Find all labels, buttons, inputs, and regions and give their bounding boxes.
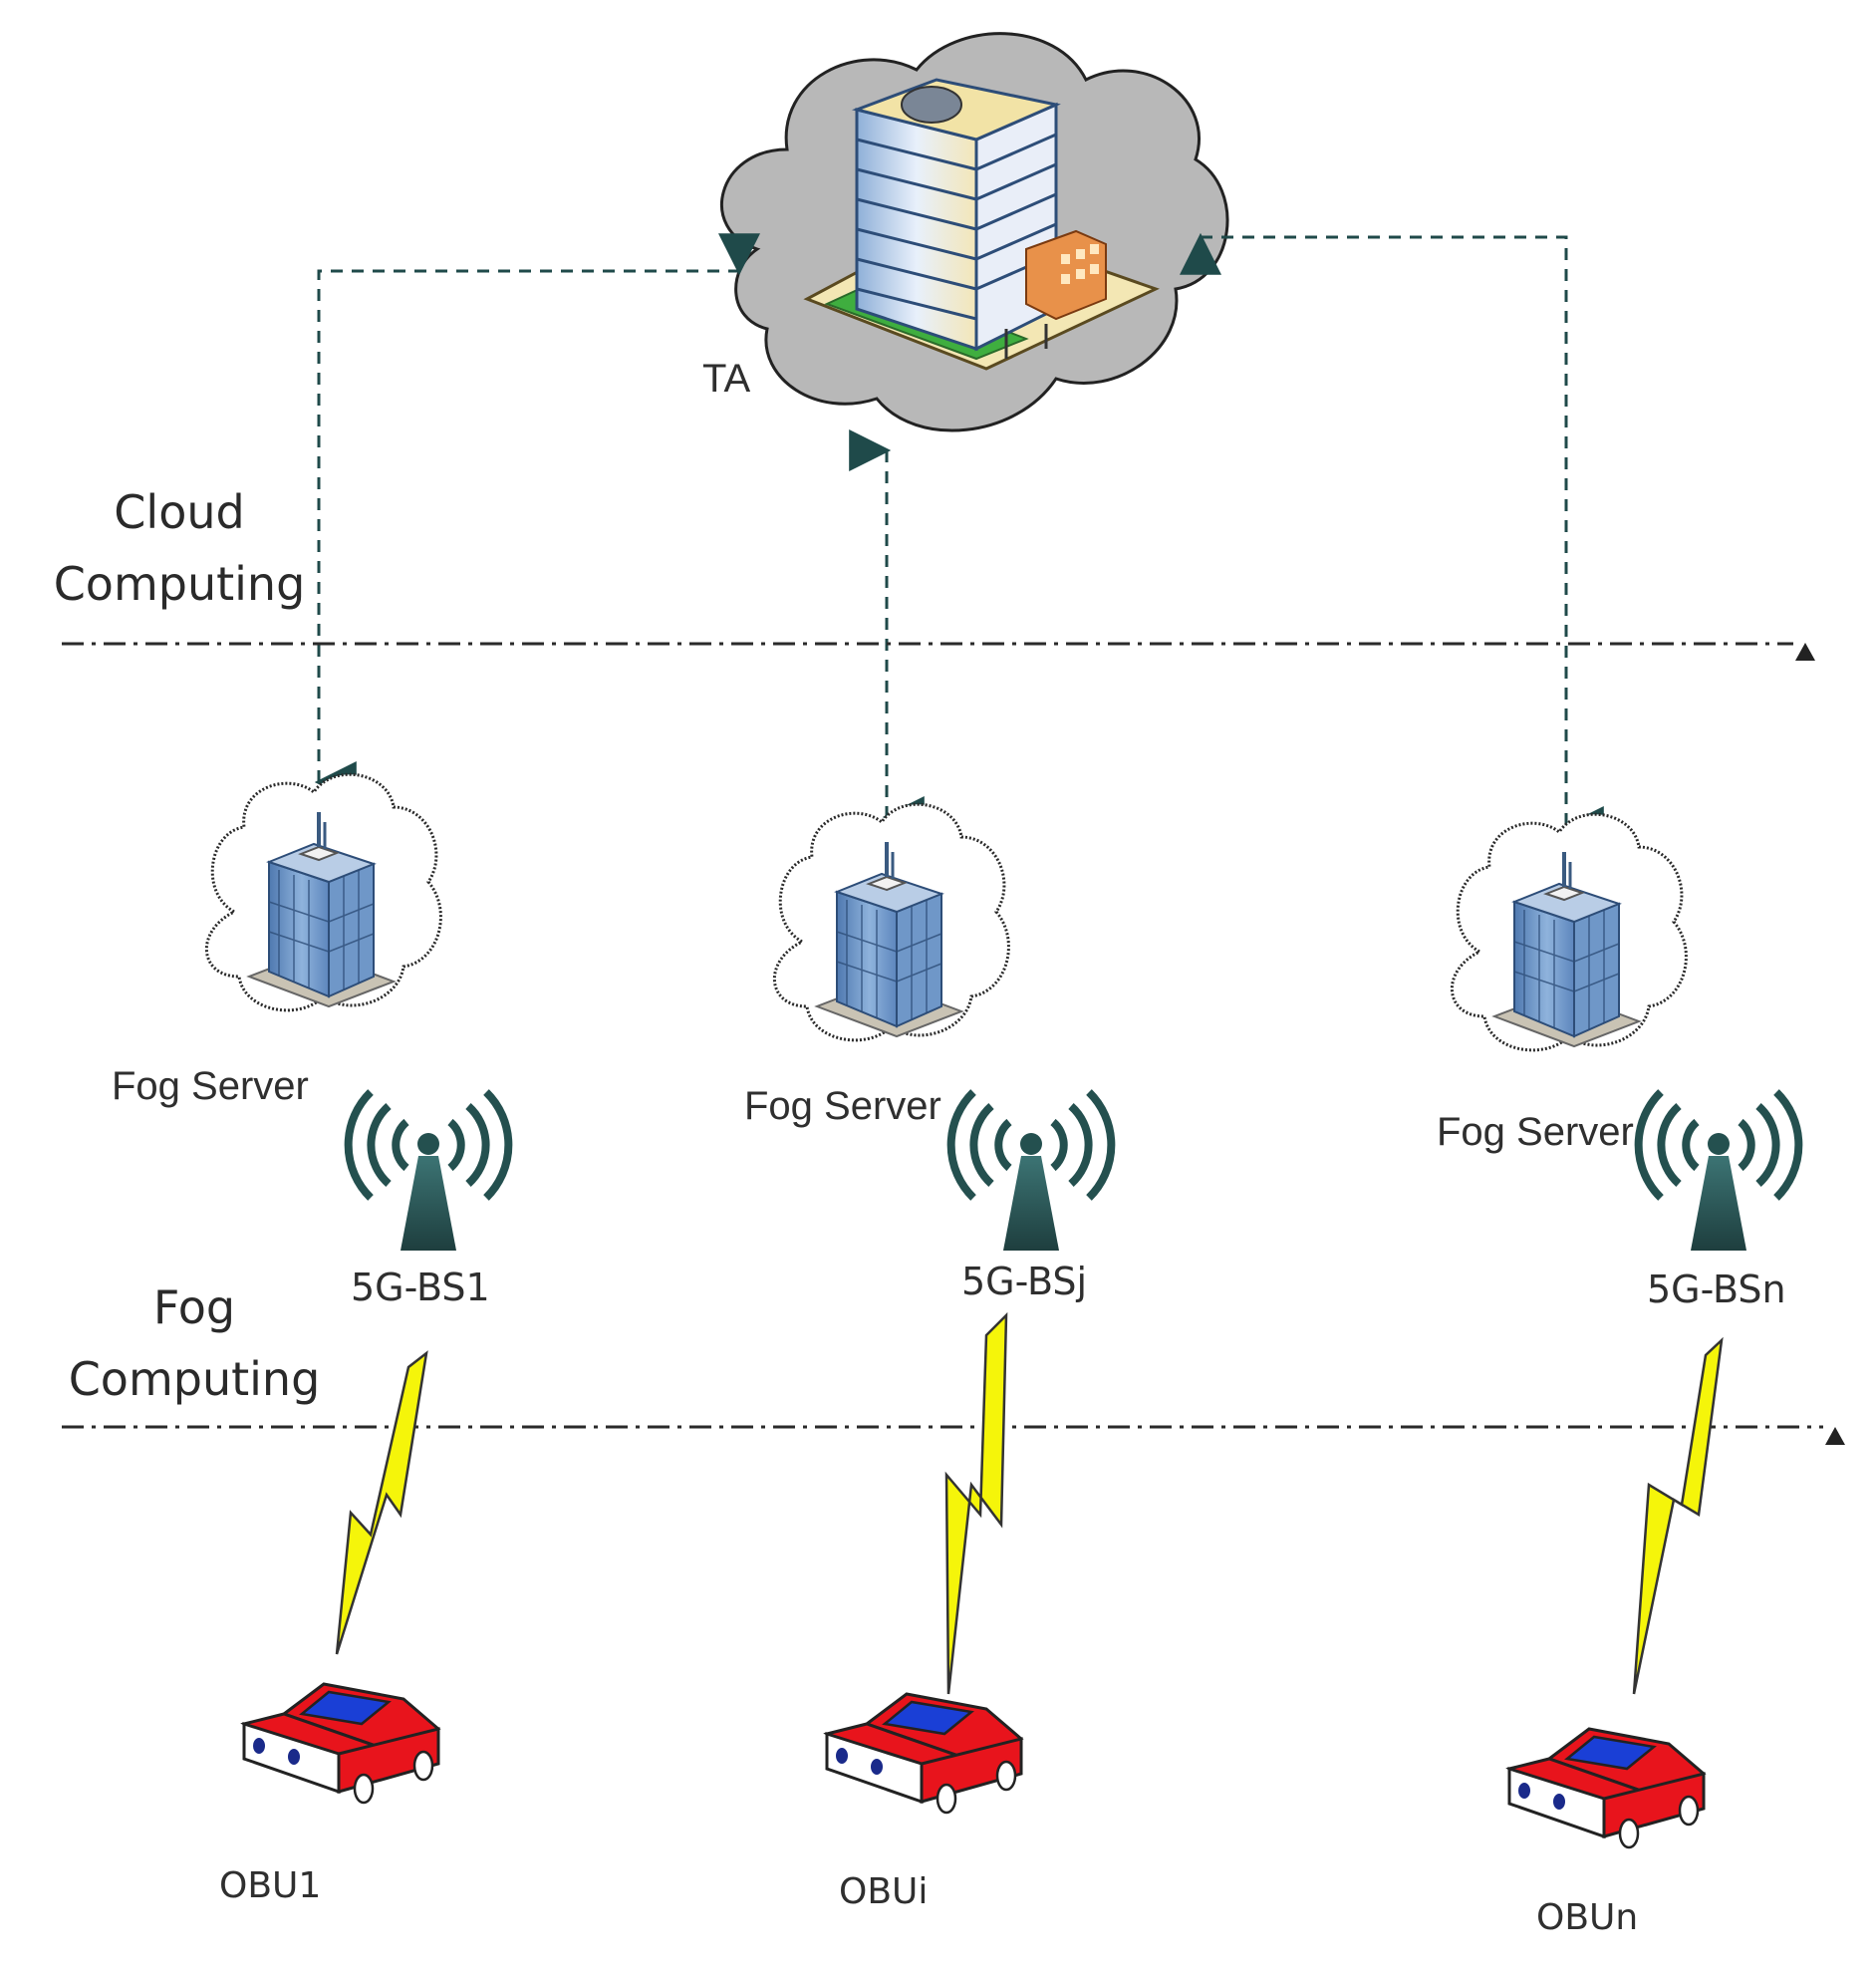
layer-dividers [62, 642, 1823, 1429]
fog-server-building-icon-1 [204, 772, 443, 1012]
lightning-icon-3 [1632, 1336, 1724, 1695]
bs-tower-icon-1 [349, 1092, 509, 1251]
bs-label-1: 5G-BS1 [351, 1266, 490, 1309]
fog-server-building-icon-2 [772, 802, 1011, 1042]
fog-server-label-2: Fog Server [744, 1084, 941, 1128]
connector-right [1180, 232, 1604, 848]
bs-label-2: 5G-BSj [961, 1260, 1088, 1303]
fog-computing-label: Fog Computing [68, 1280, 321, 1406]
fog-server-label-1: Fog Server [112, 1064, 309, 1108]
obu-label-3: OBUn [1536, 1897, 1639, 1938]
lightning-icon-2 [944, 1311, 1008, 1695]
fog-server-building-icon-3 [1450, 812, 1689, 1052]
fog-server-label-3: Fog Server [1437, 1110, 1634, 1154]
vehicle-car-icon-1 [242, 1682, 440, 1805]
ta-cloud-icon [719, 32, 1229, 432]
obu-label-2: OBUi [839, 1871, 929, 1912]
cloud-divider-arrow [1795, 643, 1815, 661]
cloud-computing-label: Cloud Computing [53, 485, 306, 611]
bs-label-3: 5G-BSn [1647, 1268, 1786, 1311]
bs-tower-icon-2 [951, 1092, 1112, 1251]
ta-label: TA [702, 357, 751, 401]
vehicle-car-icon-2 [825, 1692, 1023, 1815]
bs-tower-icon-3 [1639, 1092, 1799, 1251]
vehicle-car-icon-3 [1507, 1727, 1706, 1849]
obu-label-1: OBU1 [219, 1865, 322, 1906]
cloud-fog-connectors [314, 232, 1604, 848]
lightning-icon-1 [335, 1350, 428, 1655]
wireless-link-icons [335, 1311, 1724, 1695]
connector-left [314, 233, 760, 803]
fog-divider-arrow [1825, 1427, 1845, 1445]
